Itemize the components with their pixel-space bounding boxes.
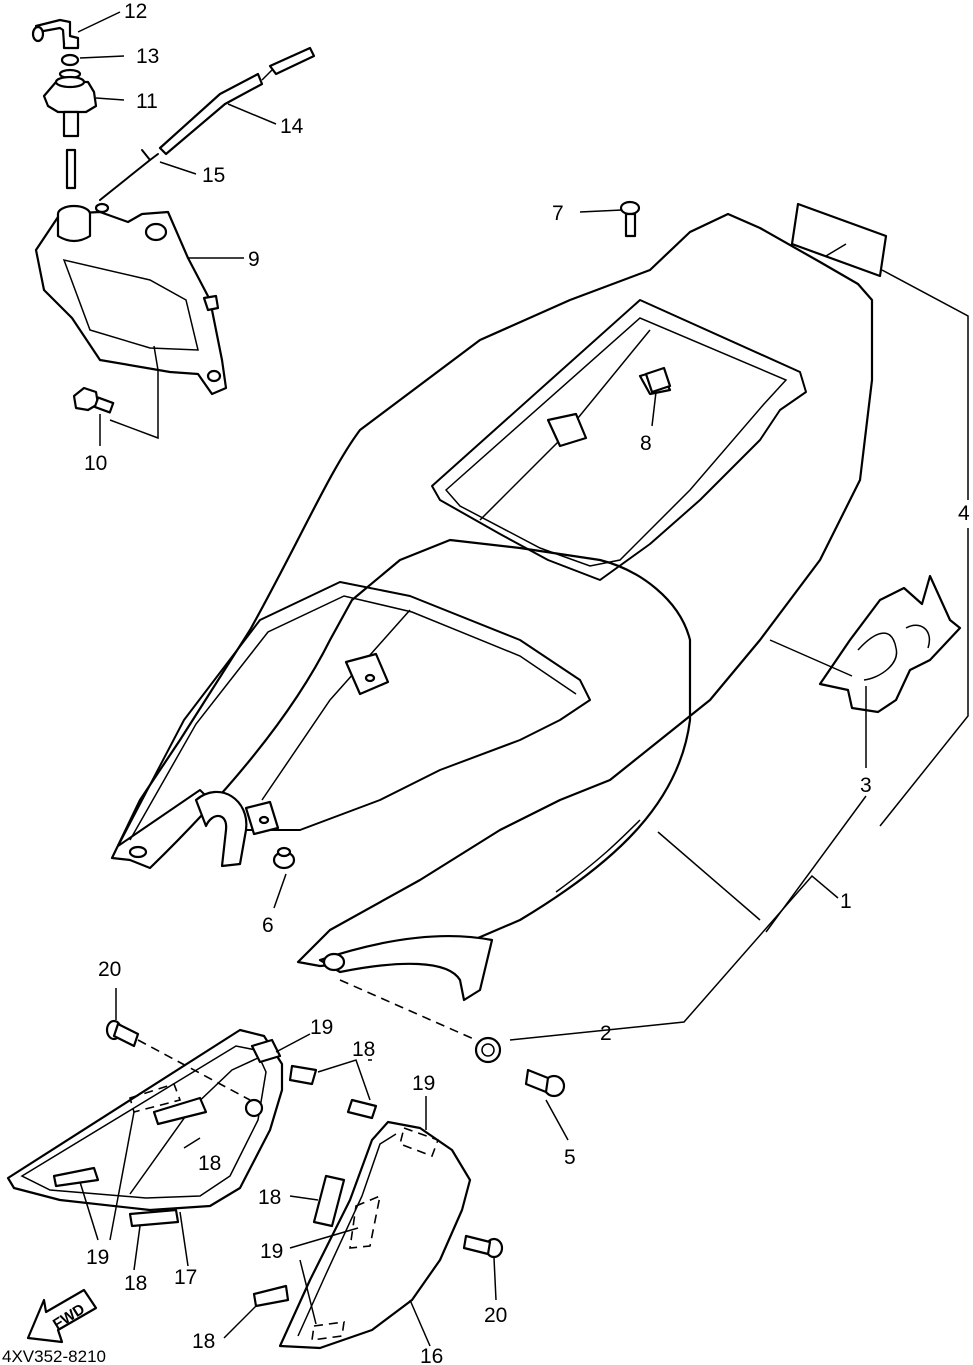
- part-11-valve: [42, 75, 98, 190]
- callout-15: 15: [202, 164, 225, 187]
- callout-2: 2: [600, 1022, 612, 1045]
- callout-5: 5: [564, 1146, 576, 1169]
- part-7-screw: [619, 200, 641, 238]
- callout-19-left: 19: [86, 1246, 109, 1269]
- part-4-decal: [790, 202, 888, 278]
- callout-20-left: 20: [98, 958, 121, 981]
- part-17-side-cover-left: [6, 1028, 284, 1228]
- callout-4: 4: [958, 502, 970, 525]
- part-20-bolt-right: [462, 1234, 504, 1259]
- callout-9: 9: [248, 248, 260, 271]
- callout-13: 13: [136, 45, 159, 68]
- callout-12: 12: [124, 0, 147, 23]
- leader-lines: [77, 11, 969, 1347]
- callout-18-bottom: 18: [192, 1330, 215, 1353]
- part-8-clip: [644, 366, 672, 394]
- part-15-clip: [99, 149, 159, 201]
- part-3-emblem: [818, 574, 962, 714]
- part-9-reservoir-tank: [34, 202, 228, 396]
- part-6-grommet: [272, 846, 296, 870]
- callout-17: 17: [174, 1266, 197, 1289]
- callout-8: 8: [640, 432, 652, 455]
- part-12-elbow-hose: [31, 18, 80, 50]
- callout-18-top: 18: [352, 1038, 375, 1061]
- part-20-bolt-left: [105, 1019, 140, 1048]
- part-14-hose: [158, 46, 316, 156]
- callout-19-right: 19: [412, 1072, 435, 1095]
- callout-1: 1: [840, 890, 852, 913]
- callout-6: 6: [262, 914, 274, 937]
- part-16-side-cover-right: [252, 1064, 472, 1350]
- callout-3: 3: [860, 774, 872, 797]
- part-1-seat-cowl: [110, 212, 874, 1002]
- part-5-bolt: [524, 1068, 566, 1098]
- callout-10: 10: [84, 452, 107, 475]
- callout-20-right: 20: [484, 1304, 507, 1327]
- callout-18-right-panel: 18: [258, 1186, 281, 1209]
- callout-14: 14: [280, 115, 304, 138]
- callouts: 12 13 11 14 15 9 10 7 8 4 3 1 6 2 5 20 1…: [84, 0, 970, 1365]
- part-10-bolt: [72, 386, 115, 414]
- callout-18-middle: 18: [198, 1152, 221, 1175]
- part-13-clip: [58, 53, 82, 80]
- callout-19-right-panel: 19: [260, 1240, 283, 1263]
- fwd-direction-arrow: FWD: [26, 1288, 98, 1344]
- callout-19-top: 19: [310, 1016, 333, 1039]
- callout-18-left: 18: [124, 1272, 147, 1295]
- callout-16: 16: [420, 1345, 443, 1365]
- callout-11: 11: [136, 90, 158, 113]
- drawing-code: 4XV352-8210: [2, 1347, 106, 1365]
- part-2-damper: [474, 1036, 502, 1064]
- callout-7: 7: [552, 202, 564, 225]
